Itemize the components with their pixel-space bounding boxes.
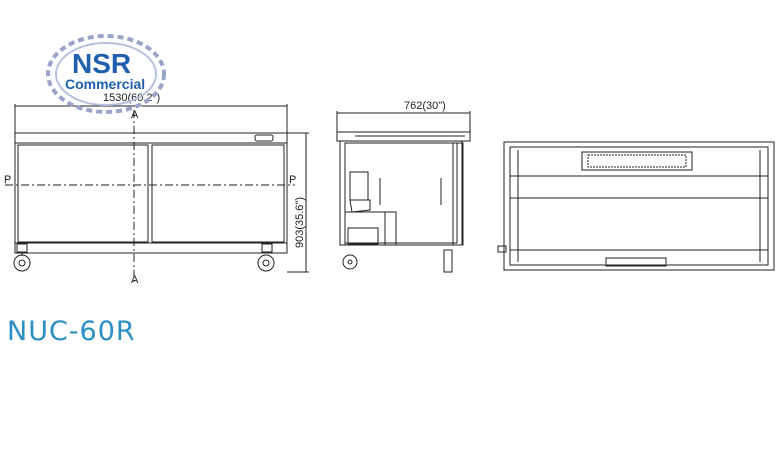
left-door xyxy=(17,144,149,243)
side-view: 762(30") xyxy=(336,100,471,273)
right-door xyxy=(151,144,285,243)
caster-left xyxy=(13,243,31,272)
model-number: NUC-60R xyxy=(7,316,136,347)
section-mark-bottom: A xyxy=(131,274,139,286)
nsr-commercial-logo: NSR Commercial xyxy=(42,26,170,118)
logo-nsr: NSR xyxy=(72,48,132,79)
depth-dimension: 762(30") xyxy=(404,100,446,112)
caster-right xyxy=(257,243,275,272)
side-mark-right: P xyxy=(289,174,296,186)
back-view xyxy=(497,141,775,271)
side-mark-left: P xyxy=(4,174,11,186)
height-dimension: 903(35.6") xyxy=(294,197,306,248)
front-view: 1530(60.2") A A P P 903(35.6") xyxy=(4,92,309,286)
ornament-icon xyxy=(46,34,166,114)
section-mark-top: A xyxy=(131,109,139,121)
logo-commercial: Commercial xyxy=(65,76,146,92)
